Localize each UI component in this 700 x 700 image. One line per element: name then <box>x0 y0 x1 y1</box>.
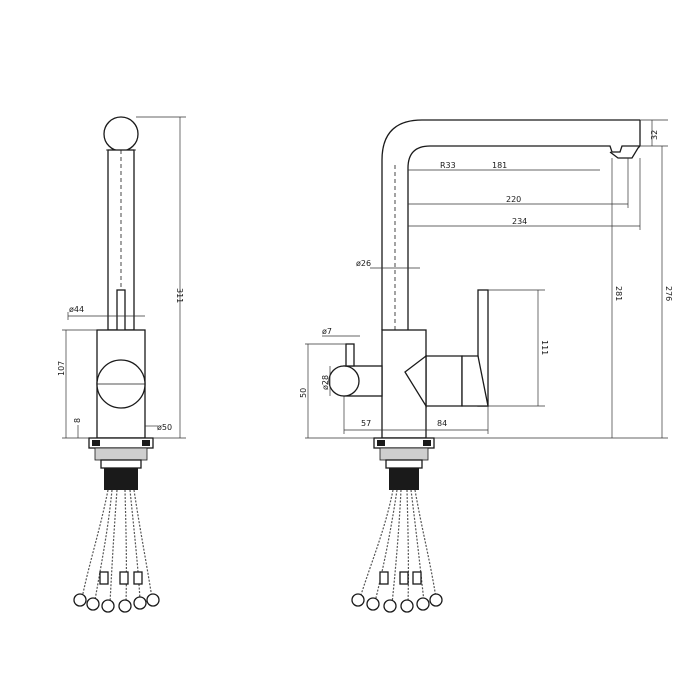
dim-front-base-diameter: ø50 <box>157 423 172 432</box>
mount-nut-front <box>94 447 148 461</box>
spout-inner <box>407 145 600 330</box>
dim-side-filter-handle: ø7 <box>322 327 332 336</box>
mount-washer-side <box>385 459 423 469</box>
dim-front-base: 8 <box>73 418 82 423</box>
dim-front-body-diameter: ø44 <box>69 305 84 314</box>
dim-side-spout-220: 220 <box>506 195 521 204</box>
dim-side-bend-radius: R33 <box>440 161 456 170</box>
mount-washer-front <box>100 459 142 469</box>
dim-side-left-reach: 57 <box>361 419 371 428</box>
filter-handle <box>345 343 355 367</box>
hoses-side <box>351 489 443 613</box>
lever-cone <box>404 354 427 409</box>
dim-side-lever-height: 111 <box>540 340 549 355</box>
filter-knob-face <box>328 365 360 397</box>
dim-side-outlet-height: 281 <box>614 286 623 301</box>
dim-front-total-height: 311 <box>175 288 184 303</box>
base-mark-left <box>92 440 100 446</box>
threaded-stud-front <box>104 468 138 490</box>
dim-side-overall-height: 276 <box>664 286 673 301</box>
side-dimensions: 32 R33 181 220 234 ø26 ø7 ø28 <box>299 119 673 439</box>
threaded-stud-side <box>389 468 419 490</box>
dim-side-tube-diameter: ø26 <box>356 259 371 268</box>
dim-side-spout-234: 234 <box>512 217 527 226</box>
base-mark-right <box>142 440 150 446</box>
mount-nut-side <box>379 447 429 461</box>
spout-tip <box>600 145 640 153</box>
dim-side-knob-height: 50 <box>299 388 308 398</box>
side-view: 32 R33 181 220 234 ø26 ø7 ø28 <box>299 119 673 613</box>
dim-side-spout-top: 32 <box>650 130 659 140</box>
dim-side-right-reach: 84 <box>437 419 447 428</box>
nozzle-aerator <box>609 145 641 159</box>
dim-side-filter-knob: ø28 <box>321 375 330 390</box>
spout-head <box>103 116 139 152</box>
front-view: 311 ø44 107 8 ø50 <box>57 116 186 613</box>
lever-hub <box>425 355 463 407</box>
spout-outer <box>381 119 640 330</box>
dim-front-body-height: 107 <box>57 361 66 376</box>
front-dimensions: 311 ø44 107 8 ø50 <box>57 116 186 439</box>
dim-side-spout-181: 181 <box>492 161 507 170</box>
hoses-front <box>73 489 160 613</box>
